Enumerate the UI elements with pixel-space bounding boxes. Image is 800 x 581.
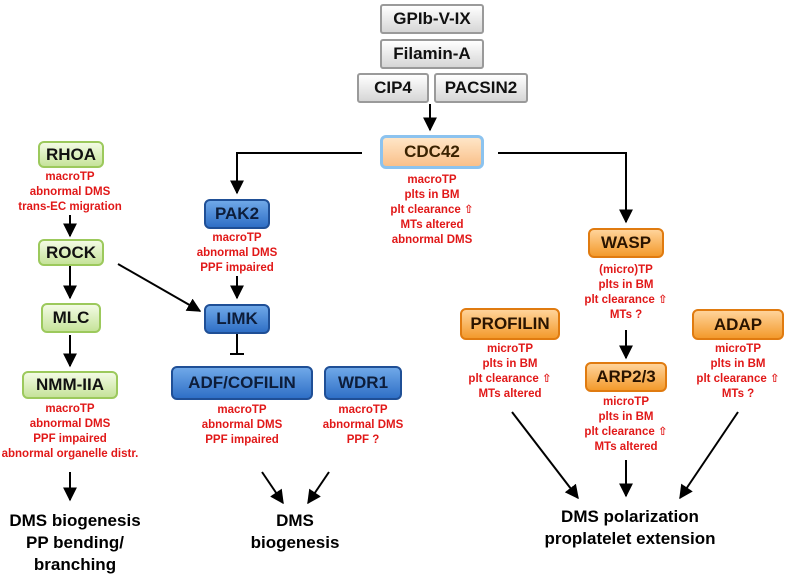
node-limk: LIMK bbox=[204, 304, 270, 334]
node-wasp: WASP bbox=[588, 228, 664, 258]
node-adap: ADAP bbox=[692, 309, 784, 340]
node-rock: ROCK bbox=[38, 239, 104, 266]
node-filamin: Filamin-A bbox=[380, 39, 484, 69]
node-pacsin2: PACSIN2 bbox=[434, 73, 528, 103]
node-pak2: PAK2 bbox=[204, 199, 270, 229]
notes-pak2: macroTP abnormal DMS PPF impaired bbox=[196, 232, 278, 274]
node-cdc42: CDC42 bbox=[380, 135, 484, 169]
arrow-rock-to-limk bbox=[117, 263, 202, 312]
node-wdr1: WDR1 bbox=[324, 366, 402, 400]
node-cip4: CIP4 bbox=[357, 73, 429, 103]
notes-adf: macroTP abnormal DMS PPF impaired bbox=[201, 404, 283, 446]
arrow-adf-to-outcome bbox=[261, 471, 284, 505]
node-rhoa: RHOA bbox=[38, 141, 104, 168]
node-gpib: GPIb-V-IX bbox=[380, 4, 484, 34]
node-arp: ARP2/3 bbox=[585, 362, 667, 392]
notes-wdr1: macroTP abnormal DMS PPF ? bbox=[322, 404, 404, 446]
notes-cdc42: macroTP plts in BM plt clearance ⇧ MTs a… bbox=[390, 174, 474, 246]
outcome-left: DMS biogenesis PP bending/ branching bbox=[9, 511, 141, 574]
outcome-right: DMS polarization proplatelet extension bbox=[544, 507, 716, 548]
notes-adap: microTP plts in BM plt clearance ⇧ MTs ? bbox=[696, 343, 780, 400]
arrow-cdc42-to-pak2 bbox=[230, 152, 362, 195]
arrow-cdc42-to-wasp bbox=[498, 152, 633, 224]
notes-profilin: microTP plts in BM plt clearance ⇧ MTs a… bbox=[468, 343, 552, 400]
node-mlc: MLC bbox=[41, 303, 101, 333]
notes-rhoa: macroTP abnormal DMS trans-EC migration bbox=[18, 171, 122, 213]
node-profilin: PROFILIN bbox=[460, 308, 560, 340]
arrow-adap-to-outcome bbox=[679, 411, 739, 500]
notes-arp: microTP plts in BM plt clearance ⇧ MTs a… bbox=[584, 396, 668, 453]
notes-nmm: macroTP abnormal DMS PPF impaired abnorm… bbox=[1, 403, 139, 460]
notes-wasp: (micro)TP plts in BM plt clearance ⇧ MTs… bbox=[584, 264, 668, 321]
node-nmm: NMM-IIA bbox=[22, 371, 118, 399]
node-adf: ADF/COFILIN bbox=[171, 366, 313, 400]
arrow-profilin-to-outcome bbox=[511, 411, 579, 500]
outcome-middle: DMS biogenesis bbox=[250, 511, 340, 552]
arrow-wdr1-to-outcome bbox=[307, 471, 330, 505]
